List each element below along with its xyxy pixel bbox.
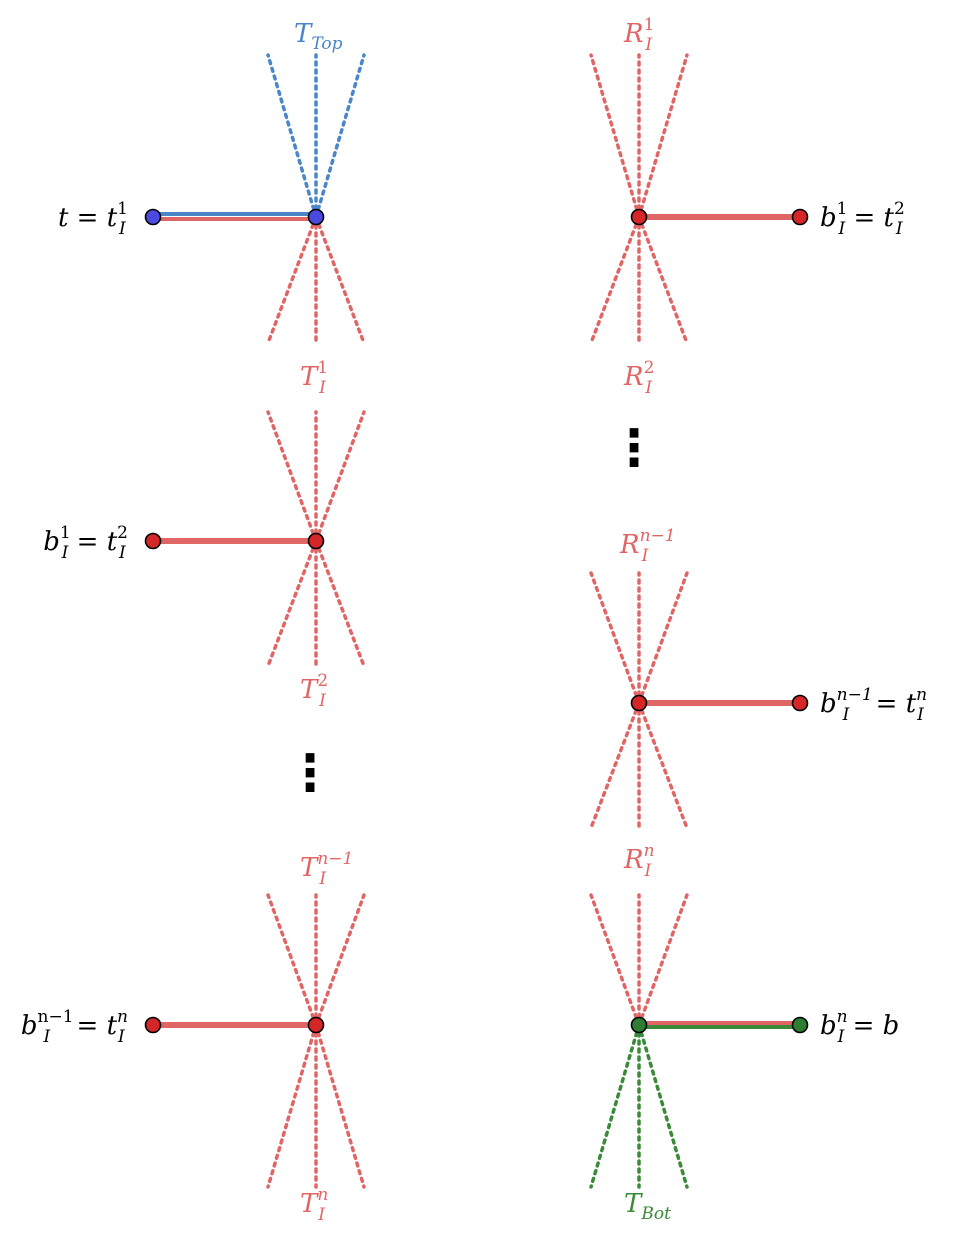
right-node-3-fan-bottom [589, 1023, 689, 1189]
right-node-2-end-point [791, 694, 809, 712]
fan-line [314, 53, 366, 219]
fan-line [589, 53, 641, 219]
left-node-1-fan-top [266, 53, 366, 219]
left-node-1-top-label: TTop [294, 19, 343, 54]
fan-line [266, 539, 318, 668]
fan-line [314, 410, 366, 543]
fan-line [637, 53, 689, 219]
fan-line [314, 215, 366, 345]
right-node-3-bottom-label: TBot [624, 1189, 671, 1224]
left-node-3-start-point [144, 1016, 162, 1034]
fan-line [266, 215, 318, 345]
right-node-1-hub-point [630, 208, 648, 226]
fan-line [266, 53, 318, 219]
fan-line [266, 893, 318, 1027]
right-node-1-fan-top [589, 53, 689, 219]
left-node-3-hub-point [307, 1016, 325, 1034]
left-node-1-hub-point [307, 208, 325, 226]
right-node-1-fan-bottom [589, 215, 689, 345]
right-node-1-end-point [791, 208, 809, 226]
right-node-3-fan-top [589, 893, 689, 1027]
fan-line [314, 1023, 366, 1189]
fan-line [589, 1023, 641, 1189]
fan-line [589, 571, 641, 705]
fan-line [637, 701, 689, 830]
fan-line [589, 701, 641, 830]
fan-line [637, 893, 689, 1027]
right-node-3-end-point [791, 1016, 809, 1034]
fan-line [314, 893, 366, 1027]
left-node-2-fan-bottom [266, 539, 366, 668]
fan-line [637, 215, 689, 345]
fan-line [637, 1023, 689, 1189]
left-node-2-hub-point [307, 532, 325, 550]
left-vdots: ⋮ [285, 744, 335, 802]
right-node-2-fan-top [589, 571, 689, 705]
fan-line [637, 571, 689, 705]
left-node-3-fan-bottom [266, 1023, 366, 1189]
left-node-3-fan-top [266, 893, 366, 1027]
fan-line [314, 539, 366, 668]
left-node-1-start-point [144, 208, 162, 226]
right-vdots: ⋮ [609, 419, 659, 477]
right-node-3-hub-point [630, 1016, 648, 1034]
fan-line [266, 410, 318, 543]
fan-line [589, 893, 641, 1027]
left-node-1-fan-bottom [266, 215, 366, 345]
fan-line [589, 215, 641, 345]
right-node-2-hub-point [630, 694, 648, 712]
left-node-2-start-point [144, 532, 162, 550]
fan-line [266, 1023, 318, 1189]
left-node-2-fan-top [266, 410, 366, 543]
right-node-2-fan-bottom [589, 701, 689, 830]
